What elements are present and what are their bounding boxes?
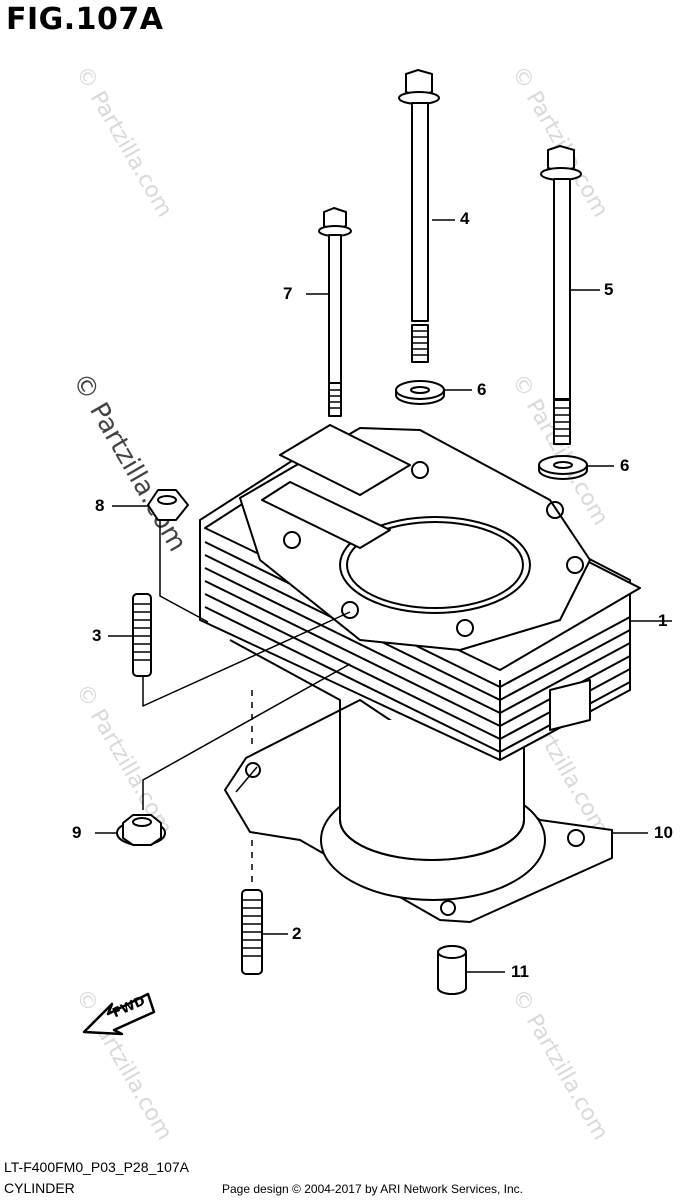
forward-direction-arrow bbox=[82, 992, 156, 1036]
cylinder-block-1[interactable] bbox=[199, 424, 641, 761]
bolt-4[interactable] bbox=[398, 69, 440, 363]
callout-6-lower[interactable]: 6 bbox=[620, 456, 630, 475]
callout-4[interactable]: 4 bbox=[460, 209, 470, 228]
section-name: CYLINDER bbox=[4, 1180, 75, 1196]
callout-2[interactable]: 2 bbox=[292, 924, 302, 943]
page-credit: Page design © 2004-2017 by ARI Network S… bbox=[222, 1182, 524, 1196]
callout-7[interactable]: 7 bbox=[283, 284, 293, 303]
nut-9[interactable] bbox=[116, 814, 166, 846]
cylinder-barrel[interactable] bbox=[339, 720, 525, 861]
nut-8[interactable] bbox=[147, 489, 189, 521]
dowel-pin-11[interactable] bbox=[437, 945, 467, 995]
figure-title: FIG.107A bbox=[6, 2, 164, 37]
washer-6-lower[interactable] bbox=[538, 455, 588, 480]
stud-2[interactable] bbox=[241, 889, 263, 975]
callout-3[interactable]: 3 bbox=[92, 626, 102, 645]
model-code: LT-F400FM0_P03_P28_107A bbox=[4, 1159, 189, 1175]
callout-5[interactable]: 5 bbox=[604, 280, 614, 299]
callout-9[interactable]: 9 bbox=[72, 823, 82, 842]
callout-10[interactable]: 10 bbox=[654, 823, 673, 842]
leader-lines bbox=[95, 219, 672, 973]
callout-8[interactable]: 8 bbox=[95, 496, 105, 515]
callout-11[interactable]: 11 bbox=[511, 962, 529, 981]
washer-6-upper[interactable] bbox=[395, 380, 445, 405]
stud-3[interactable] bbox=[132, 593, 152, 677]
bolt-5[interactable] bbox=[540, 145, 582, 445]
bolt-7[interactable] bbox=[318, 207, 352, 417]
callout-1[interactable]: 1 bbox=[658, 611, 668, 630]
callout-6-upper[interactable]: 6 bbox=[477, 380, 487, 399]
